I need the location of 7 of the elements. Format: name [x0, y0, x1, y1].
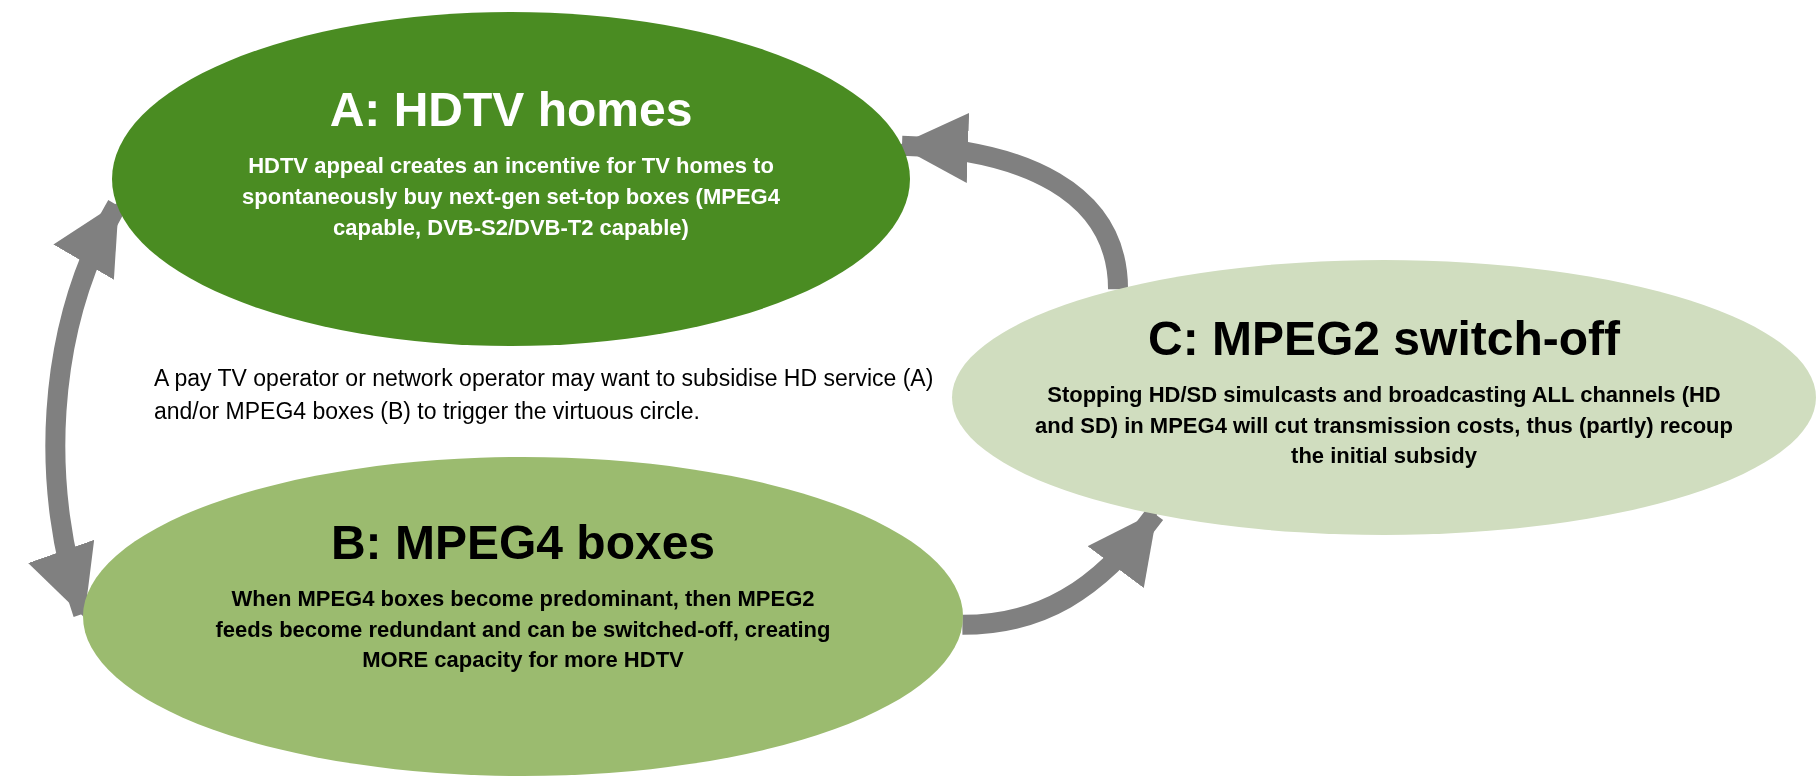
node-title: B: MPEG4 boxes [330, 516, 716, 570]
node-title: C: MPEG2 switch-off [1148, 312, 1620, 366]
node-title: A: HDTV homes [329, 84, 693, 138]
note-text: A pay TV operator or network operator may want to subsidise HD service (A) and/or MPEG4 boxes (B) to trigger the virtuous circle. [154, 364, 935, 427]
node-description: HDTV appeal creates an incentive for TV homes to spontaneously buy next-gen set-top boxes (MPEG4 capable, DVB-S2/DVB-T2 capable) [241, 152, 781, 242]
node-description: Stopping HD/SD simulcasts and broadcasting ALL channels (HD and SD) in MPEG4 will cut transmission costs, thus (partly) recoup the initial subsidy [1034, 380, 1734, 471]
node-description: When MPEG4 boxes become predominant, then MPEG2 feeds become redundant and can be switched-off, creating MORE capacity for more HDTV [214, 584, 832, 675]
